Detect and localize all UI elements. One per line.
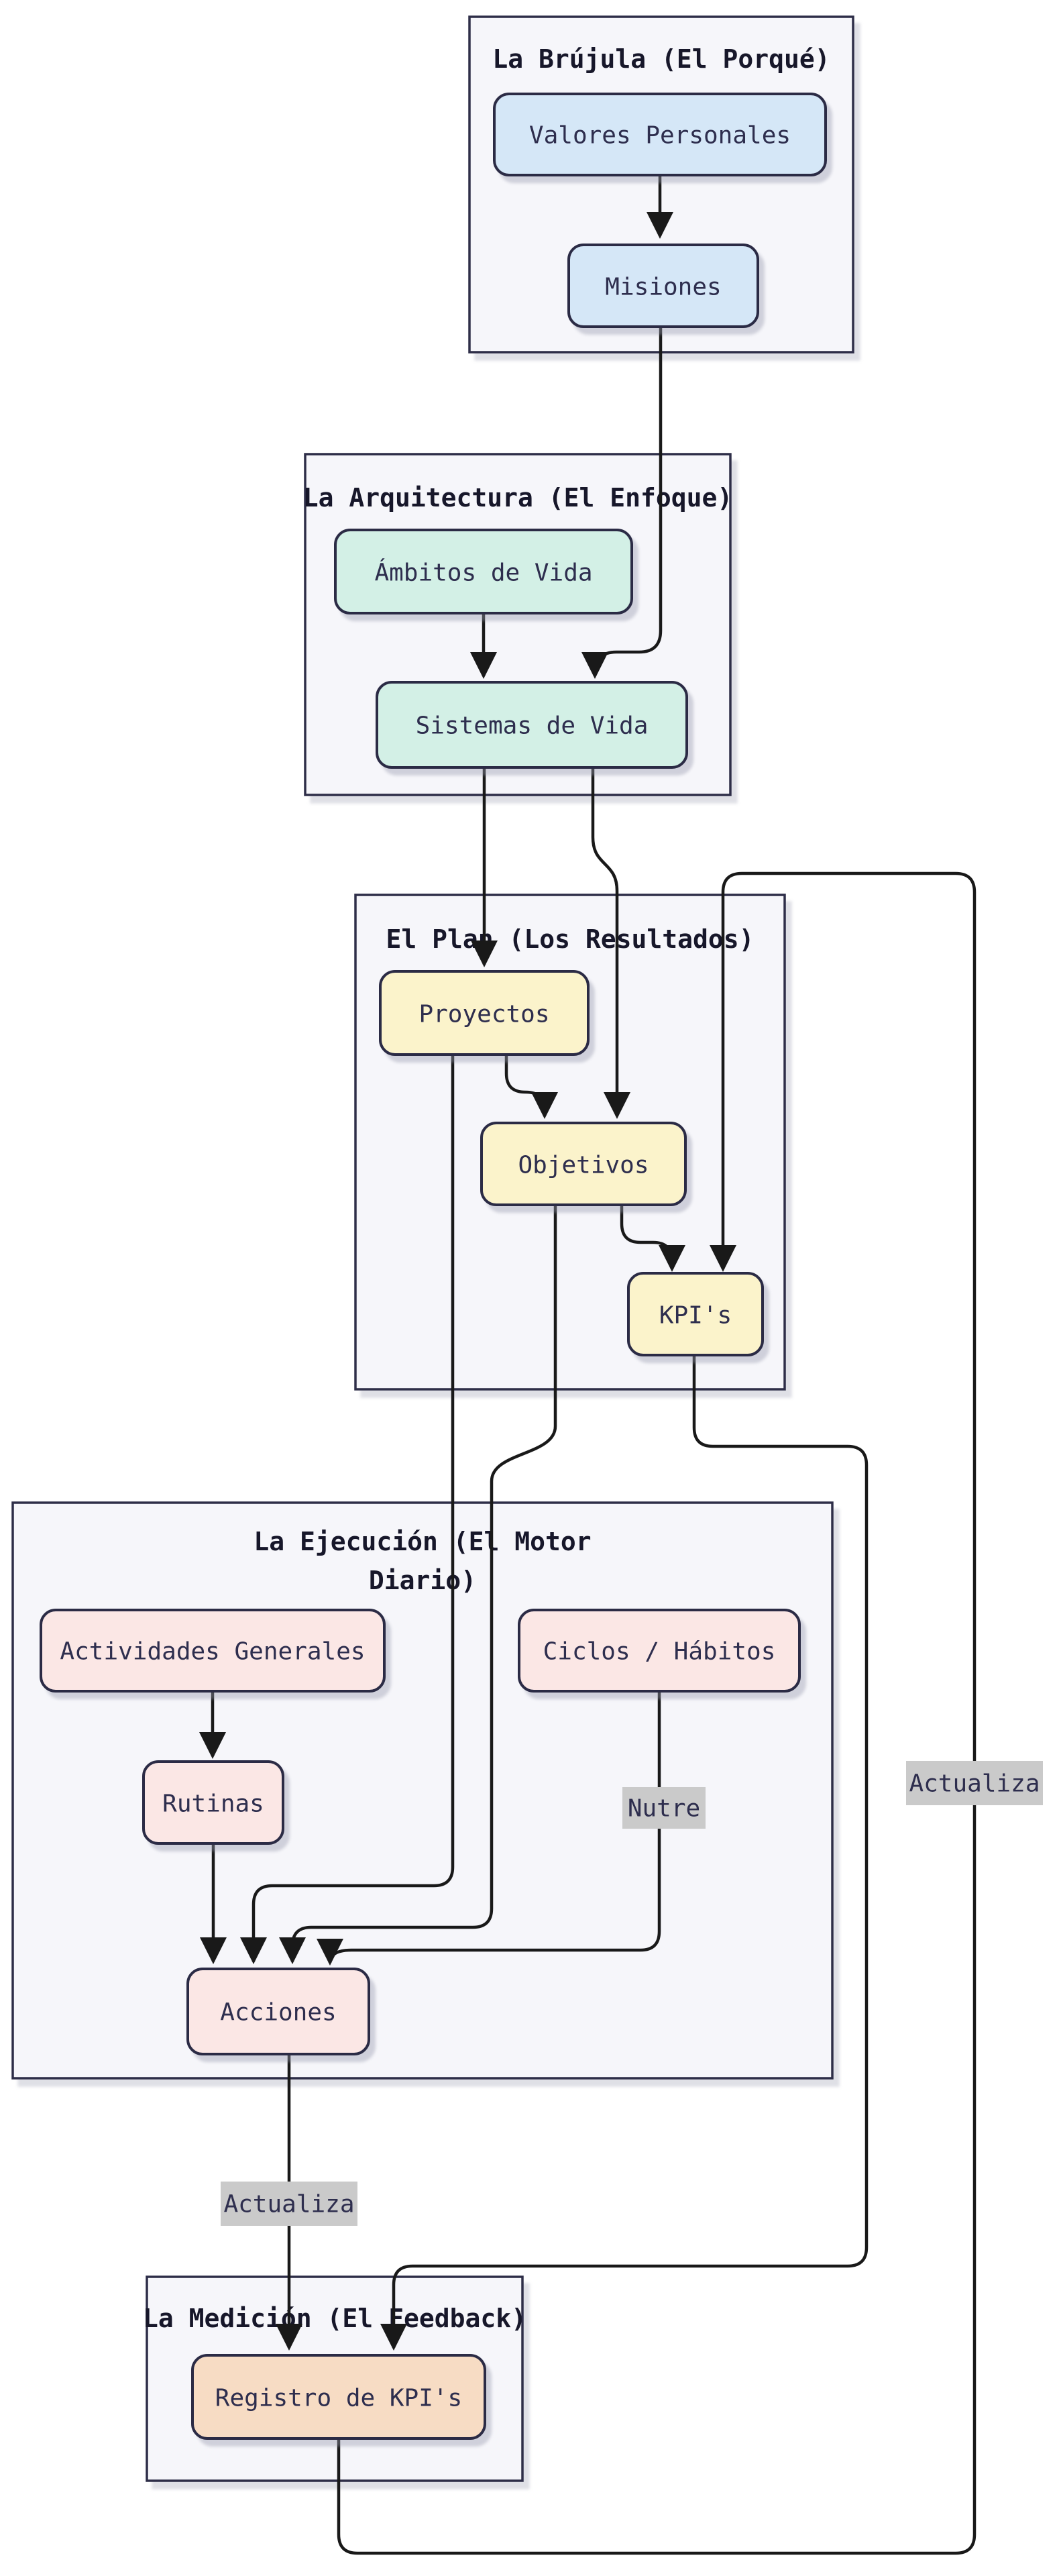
edge-label-actualiza-left-bg (221, 2182, 357, 2226)
edge-label-actualiza-left-text: Actualiza (223, 2191, 354, 2218)
edge-proyectos-acciones (240, 1055, 455, 1964)
node-objetivos: Objetivos (480, 1122, 687, 1206)
section-plan-title: El Plan (Los Resultados) (386, 924, 754, 954)
node-objetivos-label: Objetivos (518, 1152, 649, 1179)
edges (199, 175, 976, 2555)
node-proyectos-box (379, 970, 590, 1056)
node-kpis-box (627, 1272, 764, 1356)
edge-label-actualiza-left: Actualiza (221, 2182, 357, 2226)
node-rutinas: Rutinas (142, 1760, 284, 1845)
node-sistemas-de-vida-label: Sistemas de Vida (416, 712, 649, 740)
node-ambitos-de-vida: Ámbitos de Vida (334, 529, 633, 614)
edge-misiones-sistemas (581, 327, 663, 679)
node-proyectos: Proyectos (379, 970, 590, 1056)
node-valores-personales-label: Valores Personales (529, 122, 791, 150)
node-acciones-label: Acciones (220, 1999, 336, 2027)
section-ejecucion-title-line1: La Ejecución (El Motor (254, 1527, 591, 1556)
edge-label-actualiza-right: Actualiza (906, 1761, 1043, 1805)
edge-label-nutre-bg (622, 1787, 706, 1829)
node-actividades-generales-label: Actividades Generales (60, 1638, 365, 1666)
edge-label-nutre: Nutre (622, 1787, 706, 1829)
node-sistemas-de-vida-box (376, 681, 688, 769)
edge-objetivos-acciones (279, 1205, 557, 1964)
node-misiones-box (567, 244, 759, 328)
node-misiones: Misiones (567, 244, 759, 328)
node-ciclos-habitos: Ciclos / Hábitos (518, 1609, 801, 1693)
node-actividades-generales: Actividades Generales (40, 1609, 386, 1693)
node-kpis: KPI's (627, 1272, 764, 1356)
edge-sistemas-objetivos (591, 767, 630, 1119)
section-brujula-title: La Brújula (El Porqué) (492, 44, 830, 74)
node-ambitos-de-vida-label: Ámbitos de Vida (374, 559, 592, 587)
node-misiones-label: Misiones (605, 274, 721, 301)
edge-label-actualiza-right-text: Actualiza (909, 1770, 1040, 1798)
node-acciones: Acciones (186, 1968, 370, 2055)
section-medicion-title: La Medición (El Feedback) (143, 2304, 526, 2333)
node-valores-personales-box (493, 93, 827, 176)
section-arquitectura-title: La Arquitectura (El Enfoque) (303, 483, 733, 513)
node-ciclos-habitos-box (518, 1609, 801, 1693)
edge-kpis-registro (380, 1355, 869, 2351)
node-valores-personales: Valores Personales (493, 93, 827, 176)
edge-registro-kpis (337, 871, 976, 2555)
node-proyectos-label: Proyectos (418, 1001, 549, 1028)
section-ejecucion-title-line2: Diario) (369, 1566, 476, 1595)
node-actividades-generales-box (40, 1609, 386, 1693)
node-acciones-box (186, 1968, 370, 2055)
edge-label-nutre-text: Nutre (628, 1795, 700, 1823)
edge-ciclos-acciones (317, 1691, 661, 1966)
node-rutinas-box (142, 1760, 284, 1845)
node-objetivos-box (480, 1122, 687, 1206)
node-ambitos-de-vida-box (334, 529, 633, 614)
node-rutinas-label: Rutinas (162, 1790, 264, 1818)
node-registro-de-kpis-label: Registro de KPI's (215, 2385, 462, 2412)
node-kpis-label: KPI's (659, 1302, 732, 1330)
node-sistemas-de-vida: Sistemas de Vida (376, 681, 688, 769)
edge-label-actualiza-right-bg (906, 1761, 1043, 1805)
section-ejecucion: La Ejecución (El Motor Diario) (11, 1501, 834, 2080)
node-registro-de-kpis-box (191, 2354, 486, 2440)
node-registro-de-kpis: Registro de KPI's (191, 2354, 486, 2440)
edge-objetivos-kpis (620, 1205, 685, 1272)
edge-proyectos-objetivos (504, 1055, 558, 1119)
node-ciclos-habitos-label: Ciclos / Hábitos (543, 1638, 776, 1666)
